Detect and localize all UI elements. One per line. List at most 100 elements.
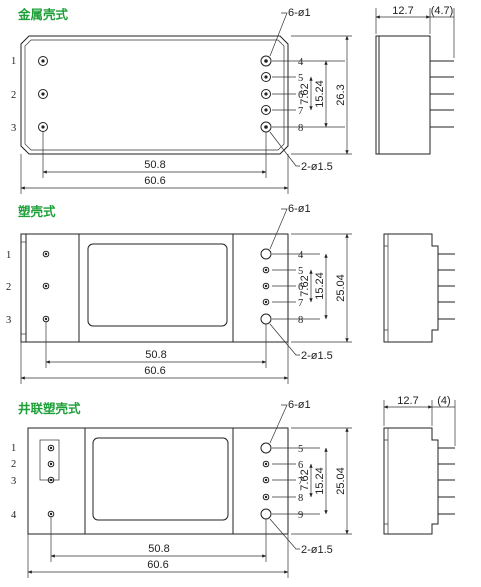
pin-hole (47, 444, 55, 452)
pin-label: 6 (298, 282, 303, 293)
hole-leader-line (269, 518, 300, 550)
width-extension-lines (20, 322, 289, 384)
pin-label: 4 (11, 510, 17, 521)
pin-label: 1 (6, 250, 11, 261)
pin-hole (262, 476, 270, 484)
side-extension-lines (383, 400, 456, 446)
dim-length: 60.6 (144, 175, 165, 187)
dim-side-lead: (4.7) (431, 5, 454, 17)
pin-label: 2 (11, 90, 16, 101)
pin-hole (42, 282, 50, 290)
pin-hole (260, 248, 272, 260)
left-end-cap (25, 233, 80, 343)
pin-hole (260, 508, 272, 520)
hole-leader-line (269, 131, 300, 167)
section-title: 金属壳式 (17, 7, 69, 22)
section-title: 井联塑壳式 (18, 401, 81, 416)
pin-label: 9 (298, 510, 303, 521)
side-body (375, 35, 431, 155)
pin-hole (260, 313, 272, 325)
pin-hole (42, 250, 50, 258)
pin-label: 5 (298, 444, 303, 455)
side-view: 12.7 (4.7) (375, 5, 455, 155)
side-leads (430, 60, 454, 128)
dim-side-width: 12.7 (392, 5, 413, 17)
dim-pitch: 50.8 (148, 543, 169, 555)
pin-hole (260, 442, 272, 454)
dim-pin-spacing-large: 15.24 (314, 80, 326, 108)
front-view: 1 2 3 4 5 6 7 8 6-ø1 2-ø1.5 7.62 15.24 (6, 203, 352, 384)
pin-hole (42, 315, 50, 323)
pin-label: 2 (6, 282, 11, 293)
dim-pitch: 50.8 (144, 159, 165, 171)
pin-hole (261, 72, 271, 82)
plastic-case-outline (27, 427, 289, 535)
front-view: 1 2 3 4 5 6 7 8 6-ø1 2-ø1.5 (11, 7, 352, 194)
label-window (92, 437, 229, 521)
pin-label: 8 (298, 493, 303, 504)
dim-pin-spacing-large: 15.24 (314, 467, 326, 495)
pin-label: 3 (11, 476, 16, 487)
pin-label: 7 (298, 476, 303, 487)
dim-pin-spacing-small: 7.62 (299, 275, 311, 296)
pin-label: 4 (298, 57, 304, 68)
hole-small-callout: 6-ø1 (288, 399, 311, 411)
pin-hole (47, 510, 55, 518)
pin-hole (47, 476, 55, 484)
right-end-cap (232, 427, 289, 535)
pin-label: 5 (298, 73, 303, 84)
hole-leader-line (269, 208, 288, 250)
pin-extension-lines (272, 60, 345, 128)
pin-label: 3 (11, 123, 16, 134)
hole-leader-line (269, 12, 288, 57)
height-extension-lines (291, 35, 352, 155)
dim-length: 60.6 (147, 559, 168, 571)
dim-height: 25.04 (335, 467, 347, 495)
pin-hole (262, 298, 270, 306)
pin-label: 8 (298, 123, 303, 134)
dim-pin-spacing-small: 7.62 (299, 469, 311, 490)
dim-pitch: 50.8 (145, 349, 166, 361)
right-end-cap (232, 233, 289, 343)
plastic-case-section: 塑壳式 1 2 3 4 5 6 7 8 6-ø1 (6, 203, 455, 384)
parallel-plastic-case-section: 井联塑壳式 1 2 3 4 5 6 7 8 9 (11, 395, 456, 578)
pin-hole (38, 89, 48, 99)
pin-hole (47, 460, 55, 468)
metal-case-section: 金属壳式 1 2 3 4 5 6 7 8 (11, 5, 455, 194)
pin-label: 5 (298, 266, 303, 277)
dim-side-lead: (4) (437, 395, 450, 407)
dim-height: 26.3 (335, 84, 347, 105)
pin-label: 6 (298, 460, 303, 471)
pin-extension-lines (272, 427, 352, 535)
pin-label: 1 (11, 443, 16, 454)
left-end-cap (27, 427, 86, 535)
pin-label: 7 (298, 298, 303, 309)
hole-small-callout: 6-ø1 (288, 203, 311, 215)
pin-hole (260, 55, 272, 67)
side-view: 12.7 (4) (383, 395, 456, 535)
pin-hole (261, 89, 271, 99)
side-extension-lines (375, 8, 455, 58)
front-view: 1 2 3 4 5 6 7 8 9 6-ø1 2-ø1.5 7.62 (11, 399, 352, 578)
pin-label: 3 (6, 315, 11, 326)
hole-large-callout: 2-ø1.5 (301, 544, 333, 556)
pin-hole (260, 121, 272, 133)
connector-block (39, 439, 60, 481)
dim-side-width: 12.7 (397, 395, 418, 407)
side-body (383, 233, 439, 343)
hole-leader-line (269, 323, 300, 356)
side-body-detail (384, 428, 389, 534)
hole-large-callout: 2-ø1.5 (301, 161, 333, 173)
pin-label: 4 (298, 250, 304, 261)
pin-label: 8 (298, 315, 303, 326)
dim-pin-spacing-small: 7.62 (299, 83, 311, 104)
side-leads (438, 447, 455, 515)
hole-small-callout: 6-ø1 (288, 7, 311, 19)
side-body-detail (384, 234, 389, 342)
pin-label: 2 (11, 459, 16, 470)
pin-hole (261, 105, 271, 115)
width-extension-lines (27, 517, 289, 578)
side-leads (438, 253, 455, 320)
pin-hole (262, 460, 270, 468)
